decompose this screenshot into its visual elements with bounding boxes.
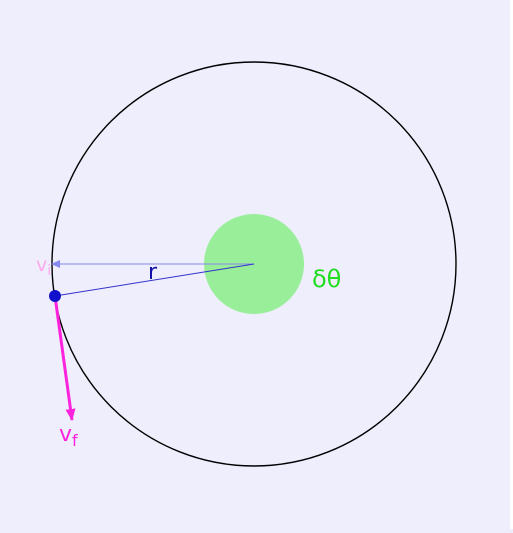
initial-velocity-subscript: i	[47, 263, 51, 279]
final-velocity-symbol: v	[59, 422, 72, 447]
delta-theta-label: δθ	[312, 265, 341, 293]
initial-velocity-symbol: v	[36, 254, 47, 276]
right-edge-strip	[510, 0, 513, 529]
final-radius-line	[54, 263, 255, 297]
radius-label: r	[148, 260, 158, 285]
final-velocity-label: vf	[59, 422, 78, 450]
particle	[49, 290, 61, 302]
final-velocity-subscript: f	[72, 431, 78, 450]
final-velocity-arrow	[53, 295, 76, 421]
initial-velocity-label: vi	[36, 254, 51, 279]
